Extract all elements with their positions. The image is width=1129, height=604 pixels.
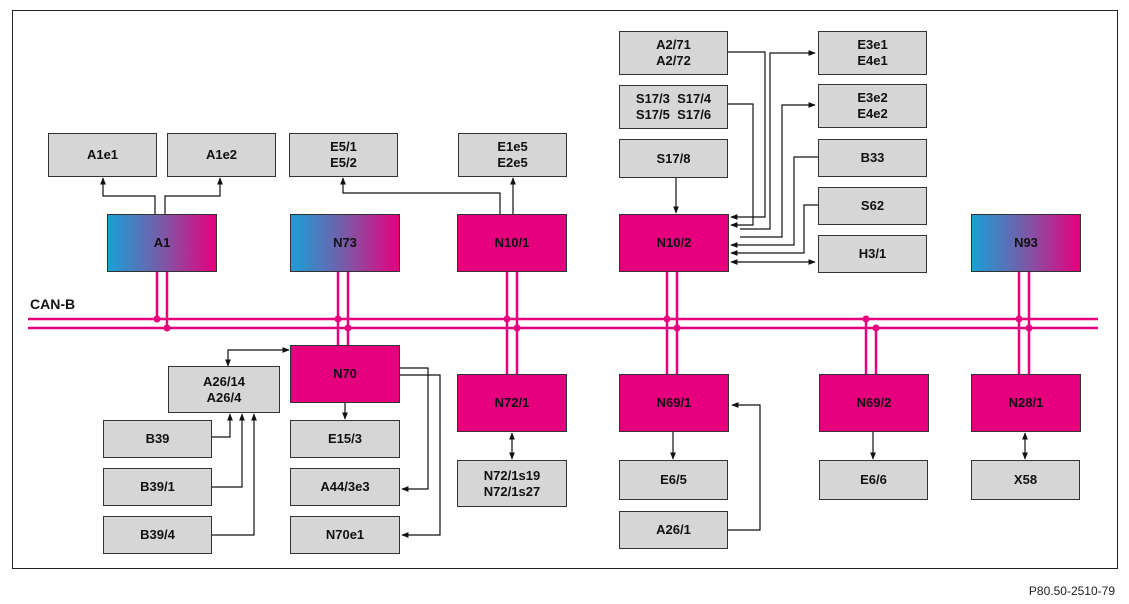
component-x58[interactable]: X58 xyxy=(971,460,1080,500)
node-n69-1[interactable]: N69/1 xyxy=(619,374,729,432)
component-a26-14[interactable]: A26/14 A26/4 xyxy=(168,366,280,413)
component-b33[interactable]: B33 xyxy=(818,139,927,177)
component-a2-71[interactable]: A2/71 A2/72 xyxy=(619,31,728,75)
bus-junction-dots xyxy=(153,315,1033,332)
node-n28-1[interactable]: N28/1 xyxy=(971,374,1081,432)
node-a1[interactable]: A1 xyxy=(107,214,217,272)
component-b39[interactable]: B39 xyxy=(103,420,212,458)
component-e1e5[interactable]: E1e5 E2e5 xyxy=(458,133,567,177)
component-a44-3e3[interactable]: A44/3e3 xyxy=(290,468,400,506)
component-e15-3[interactable]: E15/3 xyxy=(290,420,400,458)
component-e6-6[interactable]: E6/6 xyxy=(819,460,928,500)
can-b-bus xyxy=(28,271,1098,374)
component-s62[interactable]: S62 xyxy=(818,187,927,225)
node-n72-1[interactable]: N72/1 xyxy=(457,374,567,432)
component-e5[interactable]: E5/1 E5/2 xyxy=(289,133,398,177)
figure-reference: P80.50-2510-79 xyxy=(1028,584,1115,598)
component-b39-1[interactable]: B39/1 xyxy=(103,468,212,506)
component-h3-1[interactable]: H3/1 xyxy=(818,235,927,273)
node-n93[interactable]: N93 xyxy=(971,214,1081,272)
component-s17-8[interactable]: S17/8 xyxy=(619,139,728,178)
component-e6-5[interactable]: E6/5 xyxy=(619,460,728,500)
component-e3e1[interactable]: E3e1 E4e1 xyxy=(818,31,927,75)
node-n10-1[interactable]: N10/1 xyxy=(457,214,567,272)
component-a26-1[interactable]: A26/1 xyxy=(619,511,728,549)
component-n72-1s19[interactable]: N72/1s19 N72/1s27 xyxy=(457,460,567,507)
node-n70[interactable]: N70 xyxy=(290,345,400,403)
component-a1e2[interactable]: A1e2 xyxy=(167,133,276,177)
component-e3e2[interactable]: E3e2 E4e2 xyxy=(818,84,927,128)
can-b-label: CAN-B xyxy=(30,296,76,312)
component-s17-3[interactable]: S17/3 S17/4 S17/5 S17/6 xyxy=(619,85,728,129)
component-a1e1[interactable]: A1e1 xyxy=(48,133,157,177)
component-b39-4[interactable]: B39/4 xyxy=(103,516,212,554)
diagram-frame xyxy=(12,10,1118,569)
node-n69-2[interactable]: N69/2 xyxy=(819,374,929,432)
node-n73[interactable]: N73 xyxy=(290,214,400,272)
component-n70e1[interactable]: N70e1 xyxy=(290,516,400,554)
node-n10-2[interactable]: N10/2 xyxy=(619,214,729,272)
